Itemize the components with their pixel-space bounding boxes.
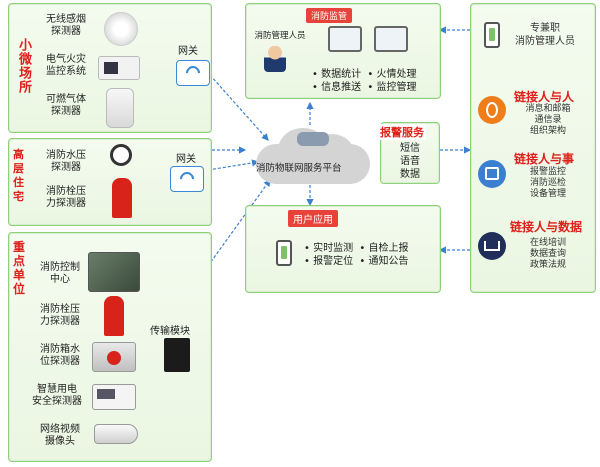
control-center-icon (88, 252, 140, 292)
gas-detector-icon (106, 88, 134, 128)
device-label-water-pressure: 消防水压 探测器 (46, 150, 86, 173)
hydrant-icon (112, 178, 132, 218)
alarm-service-items: 短信 语音 数据 (400, 143, 420, 180)
arrow-key-to-cloud (204, 179, 271, 271)
arrow-small-to-cloud (209, 74, 269, 141)
link-data-title: 链接人与数据 (510, 220, 583, 234)
camera-icon (94, 424, 138, 444)
gateway-highrise (170, 166, 204, 192)
device-label-gas: 可燃气体 探测器 (46, 94, 86, 117)
device-label-key-hydrant: 消防栓压 力探测器 (40, 304, 80, 327)
section-label-small-venues: 小微场所 (16, 38, 31, 94)
transmission-module-icon (164, 338, 190, 372)
alarm-service-title: 报警服务 (378, 124, 426, 140)
device-label-water-level: 消防箱水 位探测器 (40, 344, 80, 367)
gateway-label-highrise: 网关 (176, 154, 196, 165)
person-icon (264, 46, 286, 72)
device-label-hydrant-pressure: 消防栓压 力探测器 (46, 186, 86, 209)
people-link-icon (478, 96, 506, 124)
water-pressure-gauge-icon (110, 144, 132, 166)
section-label-key-units: 重点单位 (13, 240, 26, 296)
book-icon (478, 232, 506, 260)
supervision-title: 消防监管 (306, 8, 353, 23)
mobile-phone-icon (484, 22, 500, 48)
module-label: 传输模块 (150, 326, 190, 337)
water-tank-icon (92, 342, 136, 372)
link-people-sub: 消息和邮箱 通信录 组织架构 (525, 104, 571, 136)
device-label-smoke: 无线感烟 探测器 (46, 14, 86, 37)
smoke-detector-icon (104, 12, 138, 46)
right-top-label: 专兼职 消防管理人员 (515, 23, 575, 47)
arrow-highrise-to-cloud (207, 159, 260, 171)
device-label-electric: 电气火灾 监控系统 (46, 54, 86, 77)
link-things-title: 链接人与事 (514, 152, 575, 166)
monitor-screen-icon (328, 26, 362, 52)
user-app-bullets: • 实时监测 • 自检上报 • 报警定位 • 通知公告 (304, 243, 409, 267)
monitor-screen-icon (374, 26, 408, 52)
user-app-title: 用户应用 (288, 210, 338, 227)
link-things-sub: 报警监控 消防巡检 设备管理 (529, 167, 566, 199)
power-detector-icon (92, 384, 136, 410)
device-label-fire-control: 消防控制 中心 (40, 262, 80, 285)
link-data-sub: 在线培训 数据查询 政策法规 (529, 238, 566, 270)
device-label-camera: 网络视频 摄像头 (40, 424, 80, 447)
wifi-icon (177, 169, 197, 189)
database-icon (297, 132, 329, 146)
supervision-bullets: • 数据统计 • 火情处理 • 信息推送 • 监控管理 (312, 69, 417, 93)
electric-monitor-icon (98, 56, 140, 80)
device-label-smart-power: 智慧用电 安全探测器 (32, 384, 82, 407)
hydrant-icon (104, 296, 124, 336)
calendar-icon (478, 160, 506, 188)
wifi-icon (183, 63, 203, 83)
section-label-highrise: 高层住宅 (13, 148, 24, 203)
gateway-small (176, 60, 210, 86)
supervision-person-label: 消防管理人员 (254, 31, 306, 41)
link-people-title: 链接人与人 (514, 90, 575, 104)
cloud-label: 消防物联网服务平台 (256, 163, 342, 174)
mobile-phone-icon (276, 240, 292, 266)
gateway-label-small: 网关 (178, 46, 198, 57)
